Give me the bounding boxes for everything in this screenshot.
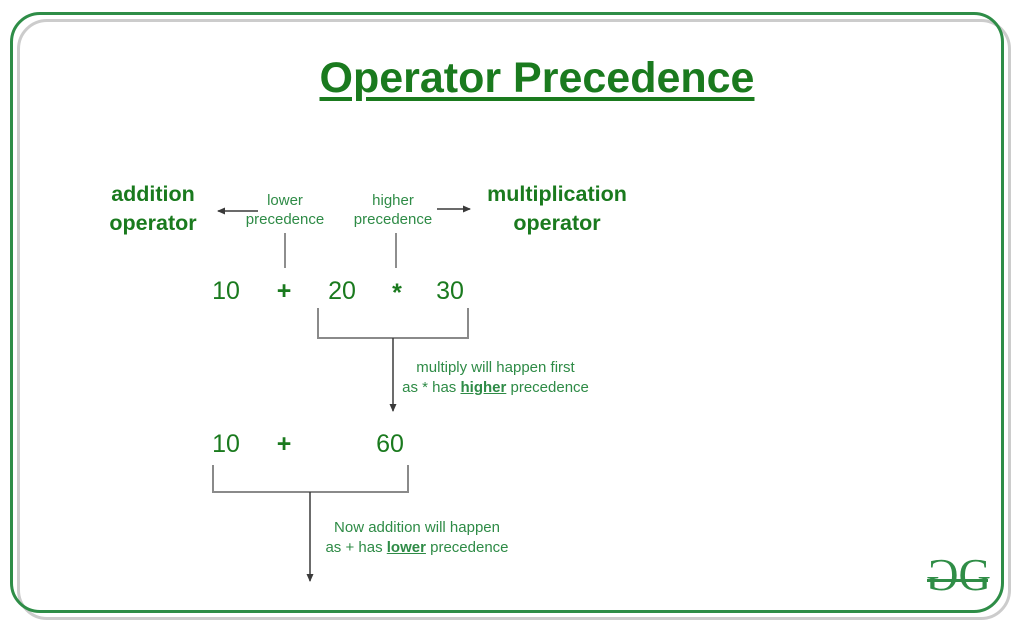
expr-star-operator: * — [392, 279, 402, 307]
result-operand-10: 10 — [212, 430, 240, 458]
addition-note: Now addition will happen as + has lower … — [308, 518, 526, 557]
addition-operator-label: addition operator — [109, 182, 197, 235]
addition-note-emphasis: lower — [386, 538, 426, 556]
logo-mirrored-g: G — [928, 550, 959, 600]
multiplication-group-bracket — [317, 308, 469, 339]
addition-note-line1: Now addition will happen — [334, 519, 500, 536]
multiply-note-line2-prefix: as * has — [402, 378, 461, 396]
expr-operand-20: 20 — [328, 277, 356, 305]
multiply-note-line2-suffix: precedence — [506, 378, 589, 396]
expr-operand-30: 30 — [436, 277, 464, 305]
multiply-note-line1: multiply will happen first — [416, 359, 575, 376]
frame-shadow-border — [17, 19, 1011, 620]
higher-precedence-label: higher precedence — [353, 192, 433, 228]
addition-group-bracket — [212, 465, 409, 493]
lower-precedence-label: lower precedence — [245, 192, 325, 228]
result-operand-60: 60 — [376, 430, 404, 458]
expr-operand-10: 10 — [212, 277, 240, 305]
addition-note-line2-prefix: as + has — [325, 538, 387, 556]
addition-note-line2-suffix: precedence — [425, 538, 509, 556]
multiply-note-emphasis: higher — [460, 378, 507, 396]
page-title: Operator Precedence — [319, 54, 755, 102]
expr-plus-operator: + — [276, 277, 292, 305]
geeksforgeeks-logo: GG — [927, 550, 991, 600]
frame-green-border — [10, 12, 1004, 613]
multiplication-operator-label: multiplication operator — [487, 182, 627, 235]
logo-g: G — [958, 550, 991, 600]
logo-strikethrough-bar — [927, 579, 988, 582]
result-plus-operator: + — [276, 430, 292, 458]
multiply-note: multiply will happen first as * has high… — [378, 358, 613, 397]
